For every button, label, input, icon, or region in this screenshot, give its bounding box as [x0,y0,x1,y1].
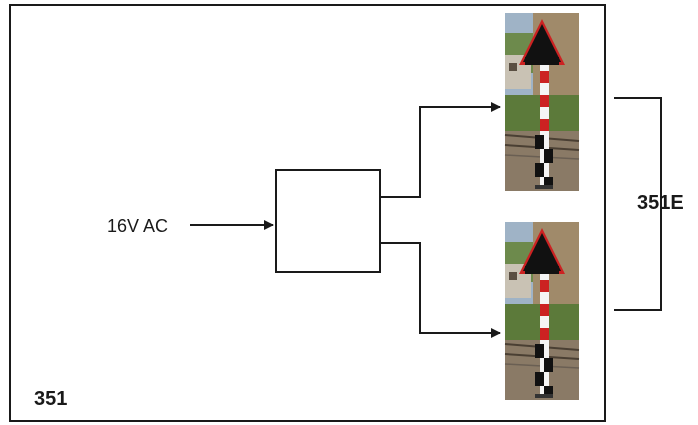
signal-photo-lower [504,221,580,401]
module-number: 351 [34,388,68,410]
module-frame [9,4,606,422]
output-arrow-upper [380,102,501,198]
group-bracket [614,97,662,311]
output-arrow-lower [380,242,501,338]
input-label: 16V AC [107,216,169,236]
group-label: 351E [637,192,684,214]
signal-photo-upper [504,12,580,192]
controller-box [275,169,381,273]
